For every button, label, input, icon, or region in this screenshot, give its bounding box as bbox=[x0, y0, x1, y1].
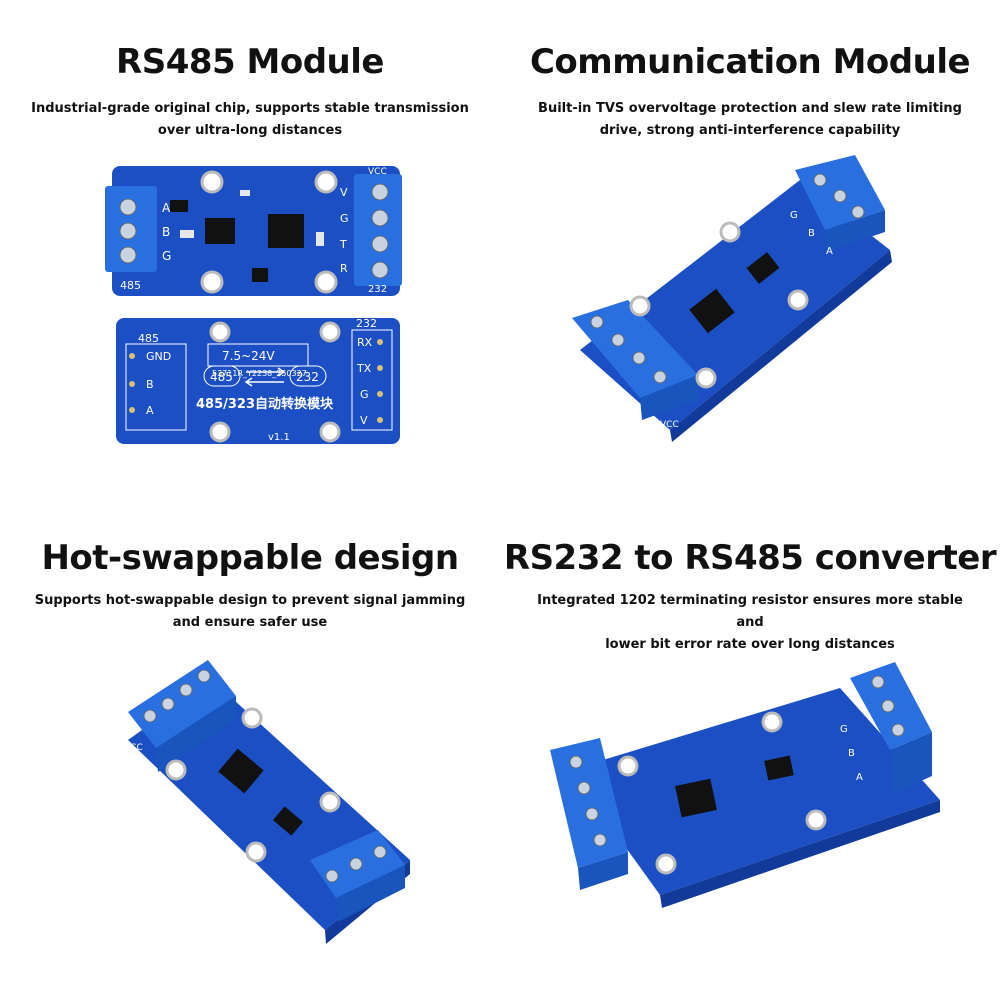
serial-label: 53711R_Y2238_250327 bbox=[212, 369, 307, 378]
arrows-icon bbox=[244, 367, 286, 387]
header-label: 485 bbox=[138, 332, 159, 345]
panel-title: RS485 Module bbox=[116, 42, 384, 82]
pin-label: G bbox=[162, 249, 171, 263]
module-angled-photo: VCC G B A bbox=[550, 662, 940, 908]
description-line: and ensure safer use bbox=[172, 615, 328, 630]
pin-label: V bbox=[360, 414, 368, 427]
board-front: A B G 485 V G T R 232 VCC bbox=[105, 166, 402, 296]
pin-label: V bbox=[340, 186, 348, 199]
vcc-label: VCC bbox=[600, 889, 619, 899]
description-line: Built-in TVS overvoltage protection and … bbox=[538, 101, 962, 116]
pin-label: G bbox=[340, 212, 349, 225]
terminal-block-right bbox=[354, 174, 402, 286]
pin-label: A bbox=[856, 772, 863, 783]
panel-description: Built-in TVS overvoltage protection and … bbox=[530, 98, 970, 142]
panel-description: Industrial-grade original chip, supports… bbox=[30, 98, 470, 142]
description-line: Industrial-grade original chip, supports… bbox=[31, 101, 469, 116]
terminal-block-left bbox=[128, 660, 236, 748]
pin-label: GND bbox=[146, 350, 171, 363]
vcc-label: VCC bbox=[660, 420, 679, 430]
pin-label: B bbox=[808, 228, 815, 239]
description-line: Supports hot-swappable design to prevent… bbox=[34, 593, 466, 608]
pin-label: A bbox=[146, 404, 154, 417]
pin-label: A bbox=[162, 201, 171, 215]
header-label: 232 bbox=[356, 317, 377, 330]
panel-title: Communication Module bbox=[529, 42, 971, 82]
pin-label: R bbox=[340, 262, 348, 275]
board-angled: VCC G B A bbox=[572, 155, 892, 442]
board-angled: VCC G B A bbox=[550, 662, 940, 908]
description-line: drive, strong anti-interference capabili… bbox=[599, 123, 901, 138]
board-angled: VCC bbox=[124, 660, 410, 944]
pin-label: T bbox=[339, 238, 347, 251]
panel-communication-module: Communication Module Built-in TVS overvo… bbox=[500, 0, 1000, 500]
panel-rs485-module: RS485 Module Industrial-grade original c… bbox=[0, 0, 500, 500]
pin-label: B bbox=[162, 225, 170, 239]
badge-485: 485 bbox=[210, 370, 233, 384]
panel-title: RS232 to RS485 converter bbox=[503, 538, 997, 578]
panel-title: Hot-swappable design bbox=[41, 538, 459, 578]
voltage-label: 7.5~24V bbox=[222, 349, 275, 363]
badge-232: 232 bbox=[296, 370, 319, 384]
panel-hot-swappable: Hot-swappable design Supports hot-swappa… bbox=[0, 500, 500, 1000]
pin-label: A bbox=[826, 246, 833, 257]
description-line: Integrated 1202 terminating resistor ens… bbox=[537, 593, 963, 630]
pin-label: B bbox=[848, 748, 855, 759]
board-name-label: 485/323自动转换模块 bbox=[196, 396, 334, 412]
terminal-block-left bbox=[572, 300, 698, 398]
version-label: v1.1 bbox=[268, 432, 290, 443]
module-angled-photo: VCC G B A bbox=[572, 155, 892, 442]
pin-label: TX bbox=[356, 362, 372, 375]
module-angled-photo: VCC bbox=[124, 660, 410, 944]
terminal-block-left bbox=[550, 738, 628, 868]
pin-label: RX bbox=[357, 336, 373, 349]
vcc-label: VCC bbox=[368, 167, 387, 177]
module-front-back-photo: A B G 485 V G T R 232 VCC bbox=[105, 166, 402, 444]
pin-label: G bbox=[360, 388, 369, 401]
header-label: 485 bbox=[120, 279, 141, 292]
panel-rs232-to-rs485: RS232 to RS485 converter Integrated 1202… bbox=[500, 500, 1000, 1000]
board-back: 485 GND B A 232 RX TX G V 7.5~24V 53711R… bbox=[116, 317, 400, 444]
pin-label: G bbox=[840, 724, 848, 735]
vcc-label: VCC bbox=[124, 743, 143, 753]
pin-label: G bbox=[790, 210, 798, 221]
description-line: over ultra-long distances bbox=[157, 123, 343, 138]
header-label: 232 bbox=[368, 284, 387, 295]
description-line: lower bit error rate over long distances bbox=[605, 637, 895, 652]
panel-description: Integrated 1202 terminating resistor ens… bbox=[530, 590, 970, 656]
panel-description: Supports hot-swappable design to prevent… bbox=[30, 590, 470, 634]
pin-label: B bbox=[146, 378, 154, 391]
